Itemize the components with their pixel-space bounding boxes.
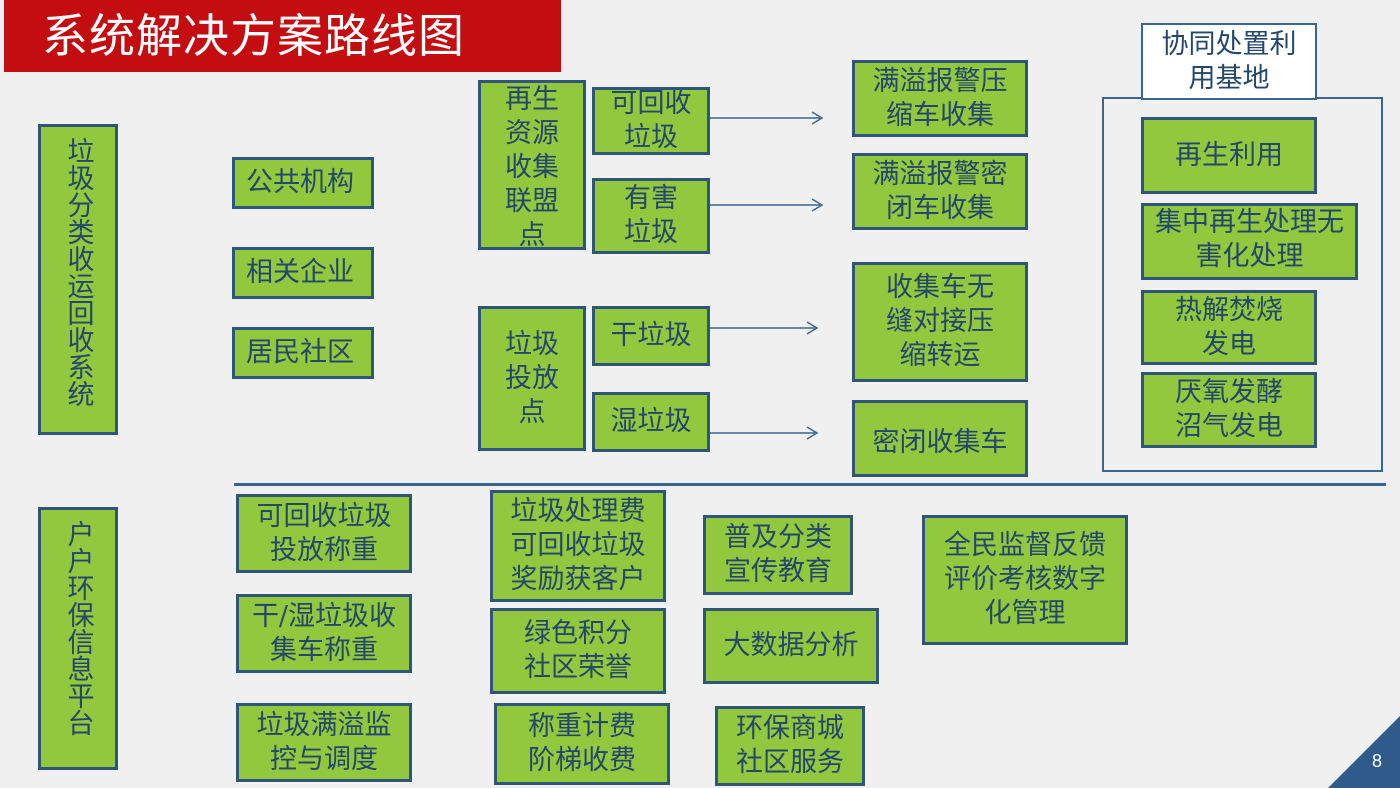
platform-green-points: 绿色积分社区荣誉: [490, 608, 666, 694]
waste-hazardous: 有害垃圾: [592, 178, 710, 254]
platform-supervision: 全民监督反馈评价考核数字化管理: [922, 515, 1128, 645]
base-centralized-treatment: 集中再生处理无害化处理: [1141, 203, 1358, 280]
platform-truck-weighing: 干/湿垃圾收集车称重: [236, 594, 412, 673]
platform-education: 普及分类宣传教育: [703, 515, 853, 595]
transport-sealed-hazardous: 满溢报警密闭车收集: [852, 153, 1028, 230]
info-platform-label: 户户环保信息平台: [38, 507, 118, 770]
platform-overflow-monitoring: 垃圾满溢监控与调度: [236, 703, 412, 782]
source-public-institution: 公共机构: [232, 157, 374, 209]
disposal-base-label: 协同处置利用基地: [1141, 23, 1317, 100]
platform-big-data: 大数据分析: [703, 608, 879, 684]
platform-eco-mall: 环保商城社区服务: [715, 706, 865, 786]
arrow-head-wet: [806, 426, 819, 440]
arrow-head-dry: [806, 321, 819, 335]
page-title: 系统解决方案路线图: [4, 0, 561, 72]
recycle-alliance-point: 再生资源收集联盟点: [478, 80, 586, 250]
base-anaerobic-biogas: 厌氧发酵沼气发电: [1141, 372, 1317, 448]
base-pyrolysis-power: 热解焚烧发电: [1141, 290, 1317, 365]
arrow-head-recyclable: [811, 111, 824, 125]
collection-system-label: 垃圾分类收运回收系统: [38, 124, 118, 435]
transport-seamless-compress: 收集车无缝对接压缩转运: [852, 262, 1028, 382]
page-number-text: 8: [1371, 751, 1382, 771]
platform-fee-reward: 垃圾处理费可回收垃圾奖励获客户: [490, 490, 666, 602]
waste-dry: 干垃圾: [592, 306, 710, 366]
base-recycle-use: 再生利用: [1141, 117, 1317, 194]
platform-tiered-billing: 称重计费阶梯收费: [494, 703, 670, 785]
waste-wet: 湿垃圾: [592, 392, 710, 452]
transport-compress-recyclable: 满溢报警压缩车收集: [852, 60, 1028, 137]
platform-recyclable-weighing: 可回收垃圾投放称重: [236, 494, 412, 573]
source-resident-community: 居民社区: [232, 327, 374, 379]
transport-sealed-truck: 密闭收集车: [852, 400, 1028, 477]
waste-recyclable: 可回收垃圾: [592, 87, 710, 155]
page-number: 8: [1328, 716, 1400, 788]
source-related-enterprise: 相关企业: [232, 247, 374, 299]
section-divider: [234, 483, 1386, 486]
arrow-head-hazardous: [811, 198, 824, 212]
page-corner: [1328, 716, 1400, 788]
drop-point: 垃圾投放点: [478, 306, 586, 451]
